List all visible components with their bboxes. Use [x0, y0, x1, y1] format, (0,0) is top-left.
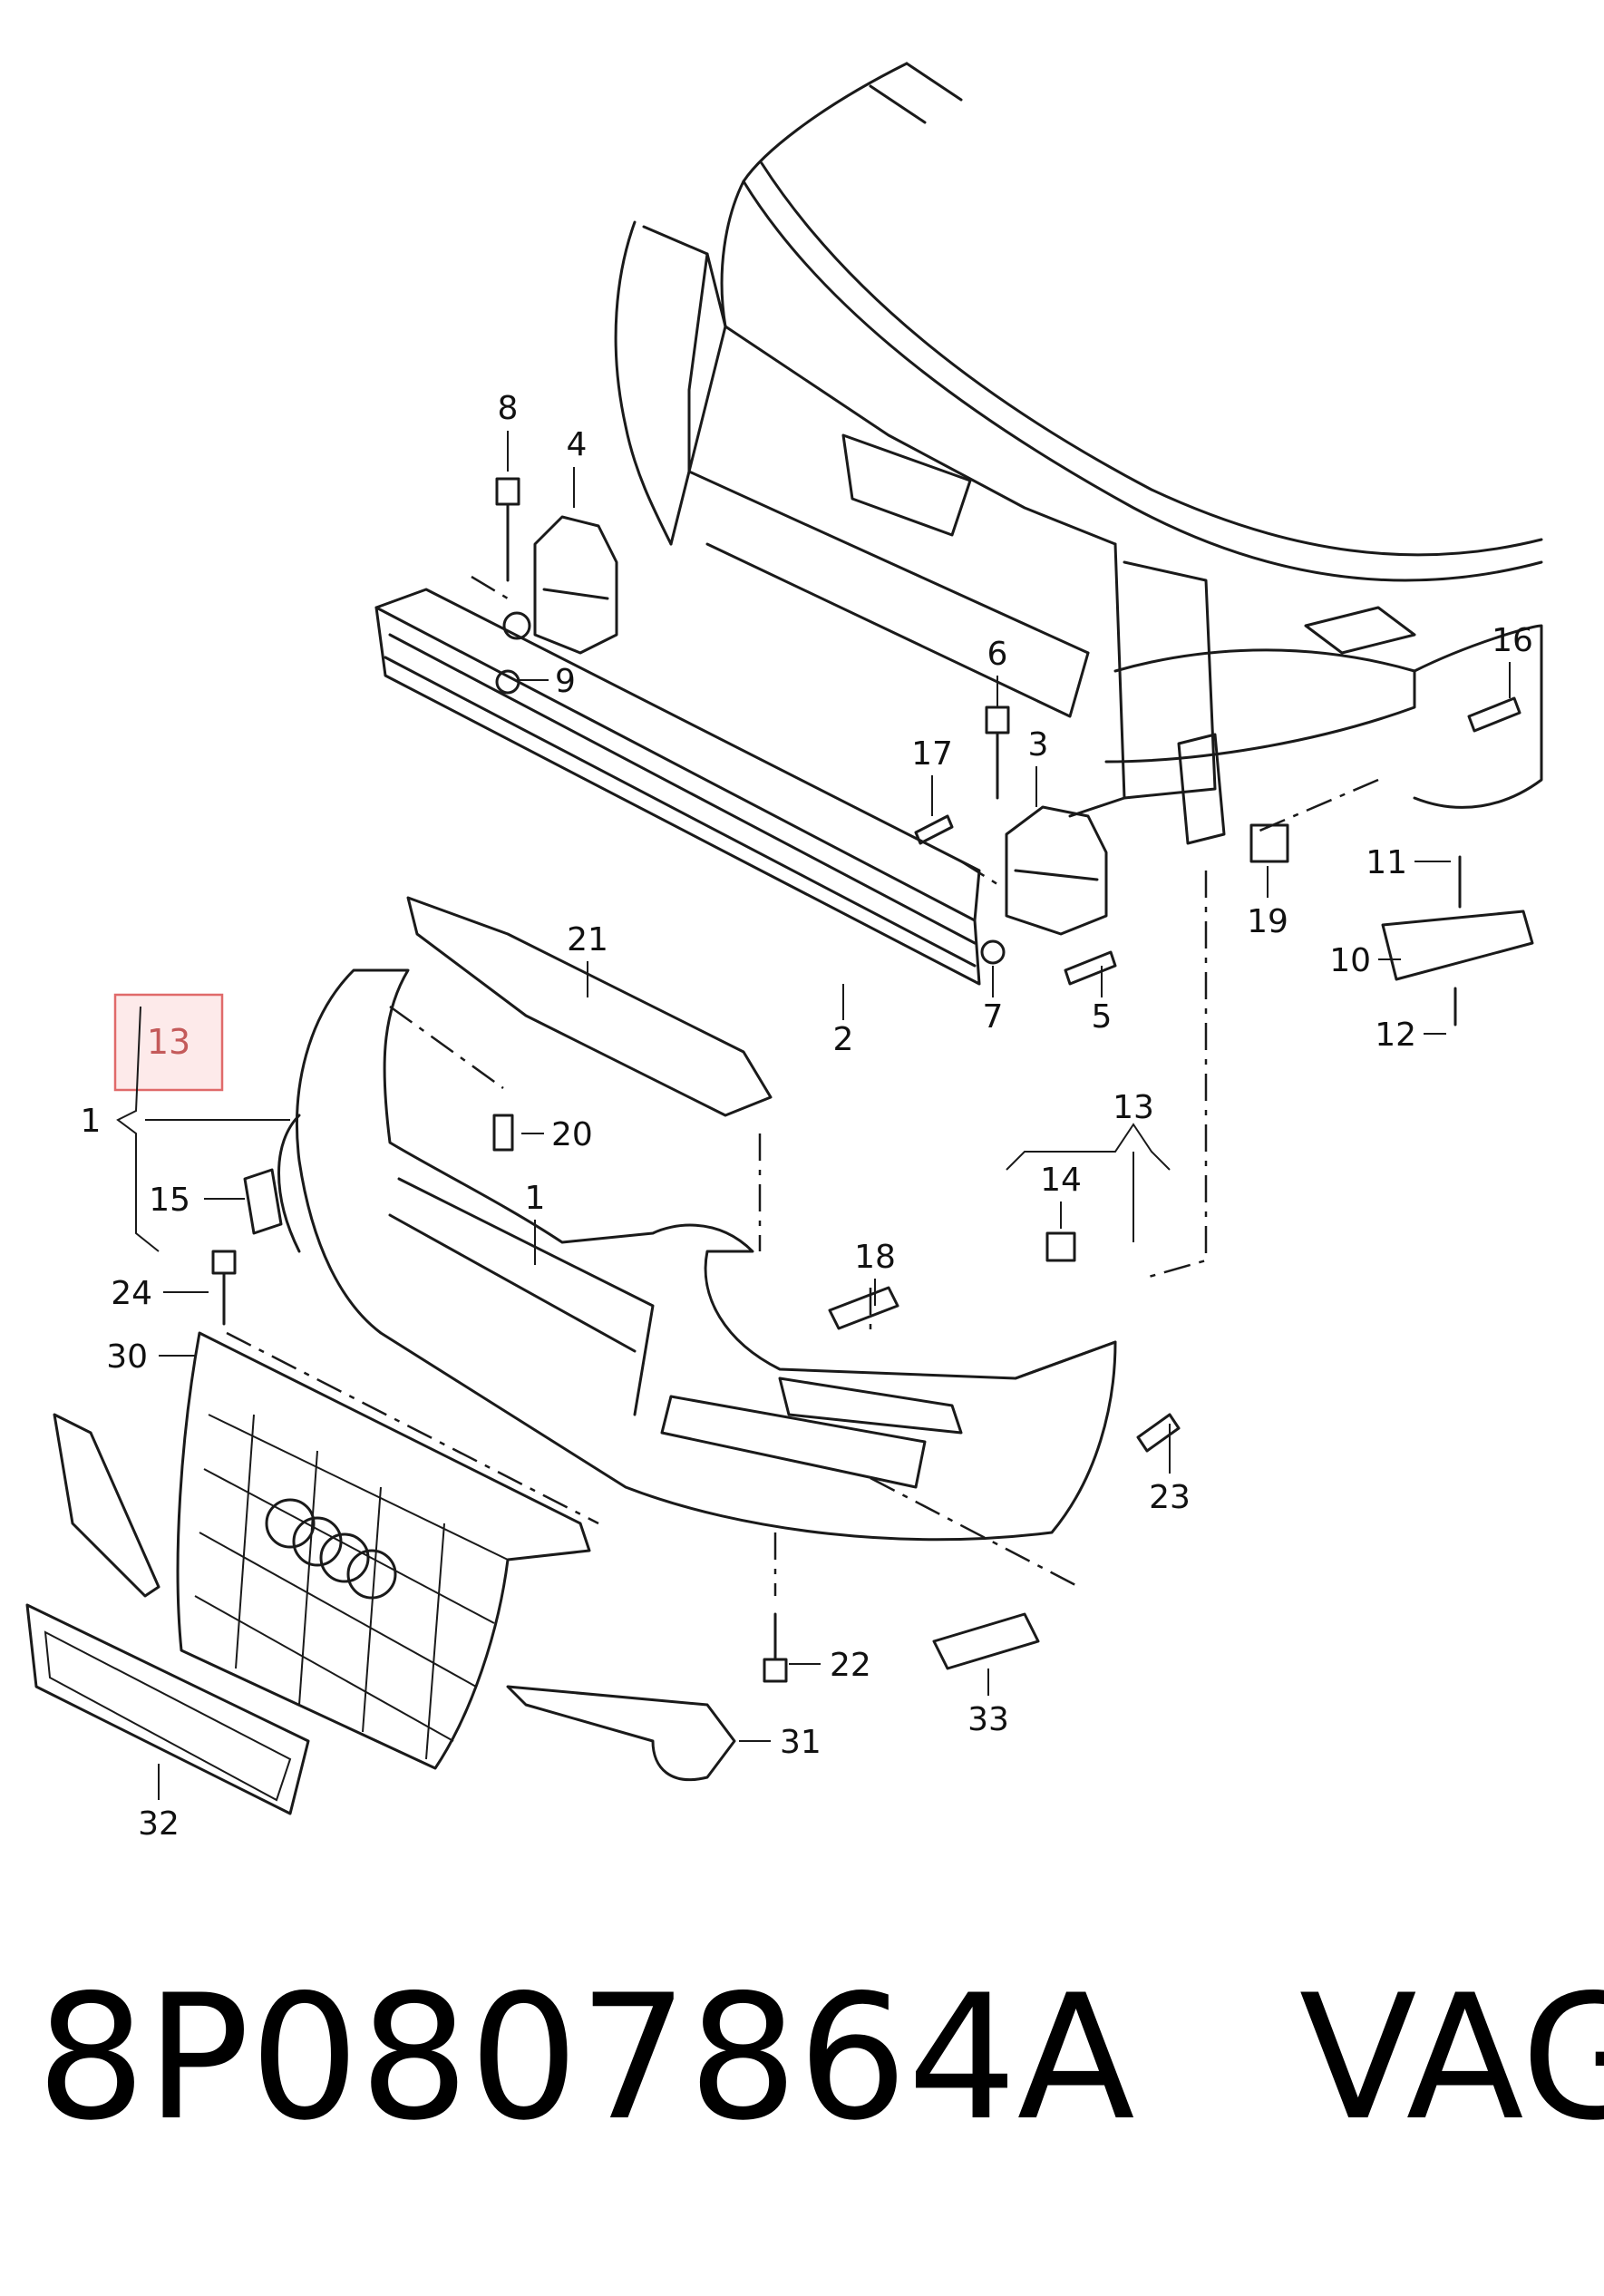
bolt-16 — [1467, 696, 1521, 733]
callout-18: 18 — [854, 1239, 896, 1276]
cap-18 — [828, 1286, 899, 1330]
nut-7 — [980, 939, 1006, 965]
front-end-body — [614, 62, 1543, 845]
caption-spacer — [1135, 1958, 1299, 2158]
bolt-6 — [985, 705, 1010, 800]
callout-20: 20 — [551, 1116, 593, 1153]
bolt-23 — [1136, 1413, 1181, 1453]
callout-19: 19 — [1247, 903, 1288, 940]
bracket-right — [1005, 805, 1108, 936]
bolt-24 — [211, 1250, 237, 1326]
callout-22: 22 — [830, 1647, 871, 1684]
callout-11: 11 — [1366, 844, 1407, 881]
callout-3: 3 — [1028, 726, 1049, 764]
guide-21 — [406, 896, 773, 1117]
callout-labels: 8 4 9 6 17 3 16 11 19 10 12 21 2 7 5 13 … — [81, 390, 1533, 1843]
callout-30: 30 — [106, 1338, 148, 1376]
cap-15 — [243, 1168, 283, 1235]
callout-1-center: 1 — [525, 1180, 546, 1217]
guide-10 — [1381, 855, 1534, 1026]
callout-7: 7 — [983, 998, 1004, 1036]
part-number: 8P0807864A — [36, 1958, 1135, 2158]
callout-16: 16 — [1492, 622, 1533, 659]
leader-lines — [116, 431, 1511, 1800]
radiator-grille — [176, 1331, 591, 1770]
nut-9 — [495, 669, 520, 695]
assembly-lines — [226, 575, 1379, 1596]
callout-23: 23 — [1149, 1479, 1191, 1516]
cap-33 — [932, 1612, 1040, 1670]
callout-31: 31 — [780, 1724, 821, 1761]
callout-15: 15 — [149, 1182, 190, 1219]
callout-2: 2 — [833, 1021, 854, 1058]
callout-9: 9 — [555, 663, 576, 700]
callout-24: 24 — [111, 1275, 152, 1312]
bolt-17 — [914, 814, 954, 845]
callout-21: 21 — [567, 921, 608, 958]
bolt-22 — [763, 1612, 788, 1683]
clip-19 — [1249, 823, 1289, 863]
callout-4: 4 — [567, 426, 588, 463]
callout-17: 17 — [911, 735, 953, 773]
impact-bar — [374, 588, 981, 986]
side-grille — [53, 1413, 160, 1598]
callout-8: 8 — [498, 390, 519, 427]
part-caption: 8P0807864A VAG — [36, 1972, 1604, 2145]
bracket-left — [502, 515, 618, 655]
callout-1-left: 1 — [81, 1103, 102, 1140]
highlight-callout-label: 13 — [147, 1022, 190, 1062]
callout-12: 12 — [1375, 1017, 1416, 1054]
brand-name: VAG — [1298, 1958, 1604, 2158]
callout-6: 6 — [987, 636, 1008, 673]
bolt-8 — [495, 477, 520, 582]
callout-33: 33 — [967, 1701, 1009, 1738]
bolt-5 — [1064, 950, 1117, 986]
license-plate-32 — [25, 1603, 310, 1815]
callout-5: 5 — [1092, 998, 1113, 1036]
highlight-box — [113, 993, 224, 1092]
fog-grille-31 — [506, 1685, 736, 1782]
callout-14: 14 — [1040, 1162, 1082, 1199]
clip-14 — [1045, 1231, 1076, 1262]
callout-32: 32 — [138, 1805, 180, 1843]
bolt-20 — [492, 1114, 514, 1152]
callout-10: 10 — [1329, 942, 1371, 979]
bumper-cover — [277, 968, 1117, 1542]
callout-13: 13 — [1113, 1089, 1154, 1126]
